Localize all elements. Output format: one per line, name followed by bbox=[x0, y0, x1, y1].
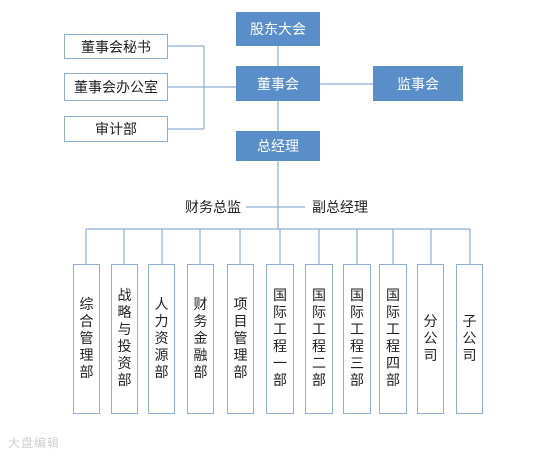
dept-label-char: 务 bbox=[193, 313, 208, 330]
dept-label-char: 工 bbox=[273, 322, 287, 338]
dept-label-char: 部 bbox=[117, 373, 132, 389]
dept-strategy-investment: 战略与投资部 bbox=[111, 264, 138, 414]
dept-label-char: 战 bbox=[117, 288, 132, 304]
dept-label-char: 略 bbox=[117, 305, 132, 321]
dept-label-char: 一 bbox=[273, 356, 287, 372]
dept-label-char: 融 bbox=[193, 347, 208, 364]
dept-label-char: 国 bbox=[350, 288, 364, 304]
dept-label-char: 力 bbox=[154, 313, 169, 330]
cfo-box: 财务总监 bbox=[180, 195, 246, 219]
dept-label-char: 程 bbox=[312, 339, 326, 355]
dept-label-char: 管 bbox=[79, 330, 94, 347]
dept-label-char: 部 bbox=[312, 373, 326, 389]
dept-label-char: 四 bbox=[386, 356, 400, 372]
dept-label-char: 管 bbox=[233, 330, 248, 347]
watermark-text: 大盘编辑 bbox=[8, 436, 61, 450]
dept-intl-engineering-1: 国际工程一部 bbox=[266, 264, 294, 414]
dept-label-char: 部 bbox=[350, 373, 364, 389]
board-of-directors-box: 董事会 bbox=[236, 66, 320, 101]
dept-label-char: 部 bbox=[193, 364, 208, 381]
dept-label-char: 分 bbox=[423, 313, 438, 330]
dept-intl-engineering-4: 国际工程四部 bbox=[379, 264, 407, 414]
dept-label-char: 国 bbox=[386, 288, 400, 304]
supervisory-board-box: 监事会 bbox=[373, 66, 463, 101]
dept-intl-engineering-3: 国际工程三部 bbox=[343, 264, 371, 414]
dept-label-char: 际 bbox=[386, 305, 400, 321]
dept-label-char: 程 bbox=[350, 339, 364, 355]
dept-label-char: 投 bbox=[117, 339, 132, 355]
dept-label-char: 程 bbox=[273, 339, 287, 355]
dept-label-char: 际 bbox=[312, 305, 326, 321]
dept-human-resources: 人力资源部 bbox=[148, 264, 175, 414]
board-secretary-box: 董事会秘书 bbox=[64, 34, 168, 59]
dept-label-char: 资 bbox=[117, 356, 132, 372]
dept-label-char: 部 bbox=[386, 373, 400, 389]
dept-label-char: 部 bbox=[79, 364, 94, 381]
dept-finance: 财务金融部 bbox=[187, 264, 214, 414]
dept-intl-engineering-2: 国际工程二部 bbox=[305, 264, 333, 414]
dept-label-char: 部 bbox=[273, 373, 287, 389]
dept-label-char: 司 bbox=[462, 347, 477, 364]
dept-label-char: 人 bbox=[154, 296, 169, 313]
dept-label-char: 工 bbox=[386, 322, 400, 338]
dept-label-char: 二 bbox=[312, 356, 326, 372]
dept-label-char: 子 bbox=[462, 313, 477, 330]
dept-label-char: 合 bbox=[79, 313, 94, 330]
dept-label-char: 程 bbox=[386, 339, 400, 355]
dept-label-char: 项 bbox=[233, 296, 248, 313]
dept-label-char: 公 bbox=[462, 330, 477, 347]
deputy-gm-box: 副总经理 bbox=[305, 195, 375, 219]
dept-label-char: 际 bbox=[350, 305, 364, 321]
dept-label-char: 综 bbox=[79, 296, 94, 313]
dept-label-char: 部 bbox=[154, 364, 169, 381]
dept-label-char: 资 bbox=[154, 330, 169, 347]
dept-label-char: 工 bbox=[350, 322, 364, 338]
dept-label-char: 公 bbox=[423, 330, 438, 347]
audit-department-box: 审计部 bbox=[64, 116, 168, 142]
general-manager-box: 总经理 bbox=[236, 131, 320, 161]
dept-project-management: 项目管理部 bbox=[227, 264, 254, 414]
dept-label-char: 三 bbox=[350, 356, 364, 372]
dept-label-char: 理 bbox=[79, 347, 94, 364]
dept-label-char: 金 bbox=[193, 330, 208, 347]
dept-label-char: 目 bbox=[233, 313, 248, 330]
dept-label-char: 部 bbox=[233, 364, 248, 381]
dept-label-char: 源 bbox=[154, 347, 169, 364]
dept-label-char: 工 bbox=[312, 322, 326, 338]
dept-general-management: 综合管理部 bbox=[73, 264, 100, 414]
dept-label-char: 与 bbox=[117, 322, 132, 338]
dept-label-char: 际 bbox=[273, 305, 287, 321]
dept-label-char: 司 bbox=[423, 347, 438, 364]
dept-label-char: 国 bbox=[312, 288, 326, 304]
dept-label-char: 理 bbox=[233, 347, 248, 364]
dept-branch-company: 分公司 bbox=[417, 264, 444, 414]
dept-label-char: 国 bbox=[273, 288, 287, 304]
dept-label-char: 财 bbox=[193, 296, 208, 313]
shareholders-meeting-box: 股东大会 bbox=[236, 12, 320, 46]
dept-subsidiary: 子公司 bbox=[456, 264, 483, 414]
board-office-box: 董事会办公室 bbox=[64, 73, 168, 101]
